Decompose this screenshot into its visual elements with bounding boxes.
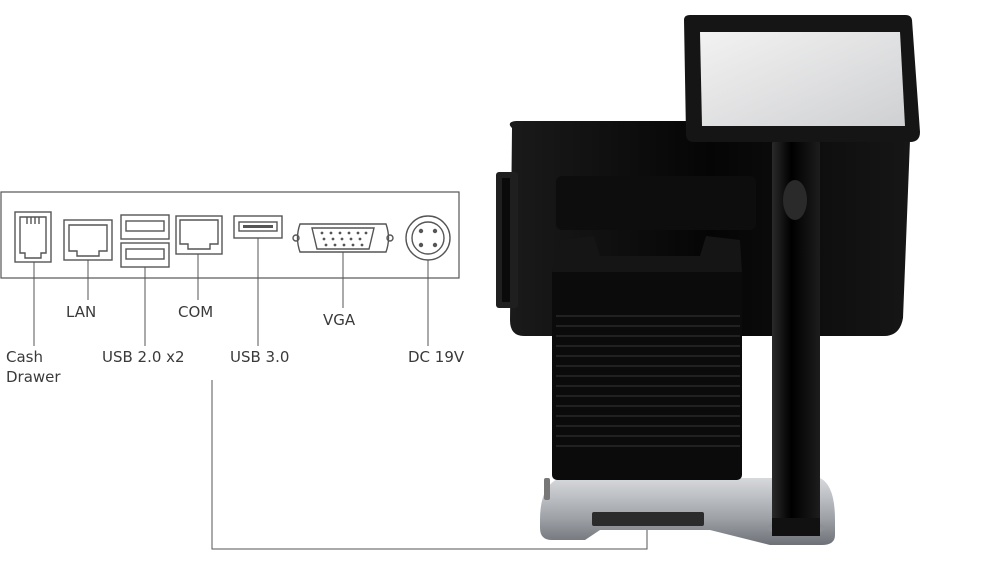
customer-display-pole bbox=[772, 140, 820, 536]
io-panel-outline bbox=[0, 191, 460, 279]
cash-drawer-label-line2: Drawer bbox=[6, 368, 61, 386]
usb2-ports-icon bbox=[120, 214, 170, 268]
usb3-label: USB 3.0 bbox=[230, 348, 290, 366]
usb2-label: USB 2.0 x2 bbox=[102, 348, 185, 366]
leader-lines bbox=[33, 238, 648, 550]
com-port-icon bbox=[175, 215, 223, 255]
com-label: COM bbox=[178, 303, 214, 321]
finned-pc-box bbox=[552, 236, 742, 480]
vga-label: VGA bbox=[323, 311, 356, 329]
cash-drawer-label: Cash Drawer bbox=[6, 347, 61, 387]
customer-display bbox=[684, 15, 920, 142]
cash-drawer-port-icon bbox=[14, 211, 52, 263]
dc-label: DC 19V bbox=[408, 348, 465, 366]
lan-label: LAN bbox=[66, 303, 97, 321]
vga-port-icon bbox=[292, 223, 394, 253]
cash-drawer-label-line1: Cash bbox=[6, 348, 43, 366]
base-stand bbox=[540, 478, 835, 545]
